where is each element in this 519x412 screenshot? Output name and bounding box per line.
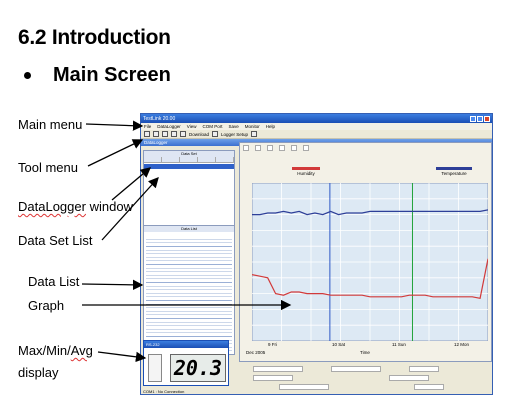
data-list: Data List	[144, 225, 234, 354]
app-screenshot: TestLink 20.00 File DataLogger View COM Por…	[140, 113, 493, 395]
arrow-minmax	[97, 351, 147, 363]
label-data-list: Data List	[28, 274, 80, 289]
menu-item-1[interactable]: DataLogger	[157, 124, 181, 129]
arrow-main-menu	[85, 120, 144, 131]
window-controls	[470, 115, 490, 122]
x-tick-1: 10 Sat	[332, 342, 346, 347]
legend-temperature-swatch	[436, 167, 472, 170]
print-icon[interactable]	[162, 131, 168, 137]
minimize-icon[interactable]	[470, 115, 476, 122]
x-tick-3: 12 Mon	[454, 342, 470, 347]
main-menu-bar: File DataLogger View COM Port Save Monitor Hel…	[141, 123, 492, 130]
menu-item-3[interactable]: COM Port	[202, 124, 223, 129]
tool-menu-bar: Download Logger Setup	[141, 130, 492, 139]
data-list-rows[interactable]	[146, 236, 232, 352]
label-minmax-b: Avg	[70, 343, 93, 358]
dataset-title: Data Set	[144, 151, 234, 157]
gauge-icon	[148, 354, 162, 382]
menu-item-0[interactable]: File	[144, 124, 152, 129]
menu-item-5[interactable]: Monitor	[244, 124, 260, 129]
stats-panel	[239, 364, 492, 394]
bullet-line: Main Screen	[24, 64, 171, 87]
graph-control-b[interactable]	[255, 145, 261, 151]
bullet-dot-icon	[24, 72, 31, 79]
stat-field-3	[409, 366, 439, 372]
close-icon[interactable]	[484, 115, 490, 122]
graph-control-d[interactable]	[279, 145, 285, 151]
stat-field-4	[253, 375, 293, 381]
graph-control-e[interactable]	[291, 145, 297, 151]
bullet-text: Main Screen	[53, 64, 171, 86]
datalogger-window: Data Set Data List	[143, 150, 235, 355]
download-button[interactable]: Download	[189, 131, 210, 137]
save-icon[interactable]	[153, 131, 159, 137]
datalist-title: Data List	[144, 226, 234, 232]
graph-window: Humidity Temperature 9 Fri 10 Sat 11 Sun…	[239, 142, 492, 362]
maximize-icon[interactable]	[477, 115, 483, 122]
graph-plot[interactable]	[252, 183, 488, 341]
label-main-menu: Main menu	[18, 117, 83, 132]
series-line-temperature	[252, 209, 488, 216]
legend-temperature-label: Temperature	[441, 171, 467, 176]
label-minmax-a: Max/Min/	[18, 343, 71, 358]
app-title: TestLink 20.00	[143, 115, 176, 122]
label-datalogger-word: DataLogger	[18, 199, 86, 214]
minmax-display: RS-232 20.3	[143, 340, 229, 386]
graph-control-c[interactable]	[267, 145, 273, 151]
label-window-word: window	[89, 199, 133, 214]
arrow-data-list	[81, 279, 144, 291]
graph-control-f[interactable]	[303, 145, 309, 151]
series-line-humidity	[252, 258, 488, 300]
legend-temperature: Temperature	[436, 167, 472, 176]
stat-field-2	[331, 366, 381, 372]
minmax-title: RS-232	[144, 341, 228, 348]
label-datalogger-window: DataLogger window	[18, 199, 133, 214]
stat-field-7	[414, 384, 444, 390]
date-label: Dec 2005	[246, 350, 266, 355]
menu-item-6[interactable]: Help	[265, 124, 276, 129]
dataset-row-selected[interactable]	[144, 164, 234, 169]
x-axis-label: Time	[360, 350, 370, 355]
stat-field-6	[279, 384, 329, 390]
legend-humidity-swatch	[292, 167, 320, 170]
graph-controls	[240, 143, 491, 163]
graph-control-a[interactable]	[243, 145, 249, 151]
label-display: display	[18, 365, 59, 380]
legend-humidity: Humidity	[292, 167, 320, 176]
download-icon[interactable]	[180, 131, 186, 137]
arrow-tool-menu	[87, 139, 144, 167]
menu-item-2[interactable]: View	[186, 124, 197, 129]
x-tick-2: 11 Sun	[392, 342, 406, 347]
menu-item-4[interactable]: Save	[228, 124, 239, 129]
open-icon[interactable]	[144, 131, 150, 137]
label-data-set-list: Data Set List	[18, 233, 93, 248]
stat-field-1	[253, 366, 303, 372]
label-minmax: Max/Min/Avg	[18, 343, 93, 358]
dataset-header	[144, 157, 234, 163]
help-icon[interactable]	[251, 131, 258, 137]
legend-humidity-label: Humidity	[297, 171, 315, 176]
logger-setup-button[interactable]: Logger Setup	[221, 131, 249, 137]
x-tick-0: 9 Fri	[268, 342, 277, 347]
logger-setup-icon[interactable]	[212, 131, 219, 137]
label-graph: Graph	[28, 298, 65, 313]
lcd-reading: 20.3	[170, 354, 226, 382]
status-bar: COM1 : No Connection	[143, 389, 185, 394]
stat-field-5	[389, 375, 429, 381]
connect-icon[interactable]	[171, 131, 177, 137]
section-heading: 6.2 Introduction	[18, 26, 171, 49]
app-titlebar: TestLink 20.00	[141, 114, 492, 123]
label-tool-menu: Tool menu	[18, 160, 78, 175]
